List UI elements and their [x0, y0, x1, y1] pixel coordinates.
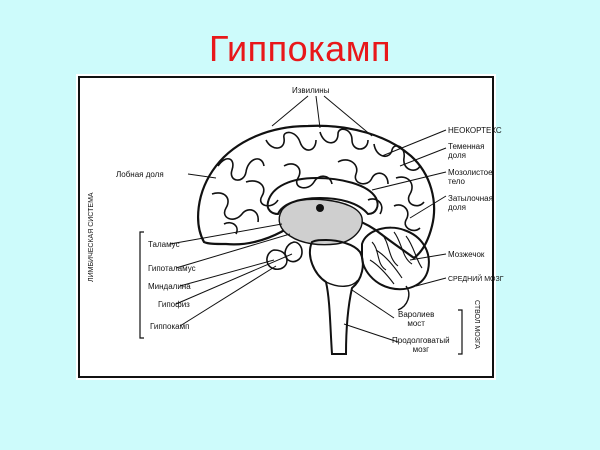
- label-gippokamp: Гиппокамп: [150, 322, 190, 331]
- label-talamus: Таламус: [148, 240, 180, 249]
- leader-lines: [169, 95, 447, 343]
- label-lobnaya: Лобная доля: [116, 170, 164, 179]
- hypophysis: [284, 241, 303, 263]
- brainstem: [308, 238, 364, 355]
- label-gipotalamus: Гипоталамус: [148, 264, 196, 273]
- label-stvol-mozga: СТВОЛ МОЗГА: [473, 300, 480, 349]
- limbic-bracket: [139, 231, 144, 339]
- label-gipofiz: Гипофиз: [158, 300, 190, 309]
- label-limbic-system: ЛИМБИЧЕСКАЯ СИСТЕМА: [88, 192, 95, 282]
- label-zatylochnaya: Затылочная доля: [448, 194, 493, 212]
- cerebellum: [361, 226, 430, 291]
- figure-frame: [78, 76, 494, 378]
- label-varoliev: Варолиев мост: [398, 310, 435, 328]
- cerebrum-outline: [197, 124, 436, 260]
- label-mozzhechok: Мозжечок: [448, 250, 485, 259]
- label-mindalina: Миндалина: [148, 282, 191, 291]
- hippocampus: [266, 249, 288, 271]
- midbrain-line: [397, 285, 410, 311]
- label-prodolgovaty: Продолговатый мозг: [392, 336, 450, 354]
- slide-title: Гиппокамп: [209, 28, 391, 69]
- label-izviliny: Извилины: [292, 86, 330, 95]
- cerebellum-folia: [369, 231, 423, 285]
- corpus-callosum: [266, 176, 379, 216]
- fornix-dot: [316, 204, 324, 212]
- pons-line: [325, 279, 359, 287]
- label-temennaya: Теменная доля: [448, 142, 485, 160]
- label-mozolistoe: Мозолистое тело: [448, 168, 493, 186]
- label-neocortex: НЕОКОРТЕКС: [448, 126, 502, 135]
- brainstem-bracket: [458, 309, 463, 355]
- brain-drawing: [78, 76, 494, 378]
- brain-diagram: Извилины НЕОКОРТЕКС Теменная доля Лобная…: [76, 74, 504, 380]
- label-sredniy-mozg: СРЕДНИЙ МОЗГ: [448, 276, 504, 283]
